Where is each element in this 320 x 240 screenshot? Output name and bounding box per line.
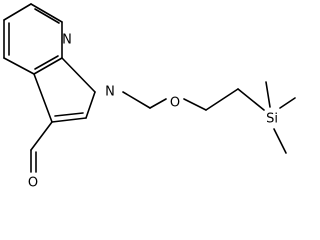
bond: [54, 112, 84, 117]
bond: [61, 57, 96, 93]
atom-o-ether: O: [170, 96, 180, 111]
bond: [122, 91, 151, 109]
bond: [3, 57, 35, 75]
aldehyde-group: [30, 121, 53, 173]
bond: [51, 117, 87, 123]
bond: [3, 3, 32, 21]
sem-chain: [122, 88, 265, 111]
pyrrole-ring: [33, 57, 96, 123]
bond: [33, 57, 63, 75]
bond: [265, 81, 271, 108]
molecule-structure: N N O O Si: [3, 3, 296, 191]
bond: [237, 88, 265, 111]
bond: [34, 55, 59, 70]
pyridine-ring: [3, 3, 63, 75]
bond: [34, 8, 60, 24]
atom-n-pyridine: N: [62, 33, 72, 48]
atom-o-aldehyde: O: [28, 176, 38, 191]
trimethylsilyl-group: [265, 81, 296, 154]
atom-si: Si: [266, 112, 278, 127]
bond: [33, 73, 53, 123]
bond: [30, 3, 63, 23]
structure-drawing: N N O O Si: [3, 3, 296, 191]
bond: [279, 97, 296, 109]
bond: [183, 98, 207, 111]
atom-n-pyrrole: N: [105, 85, 115, 100]
bond: [205, 88, 239, 111]
bond: [85, 91, 96, 119]
bond: [30, 121, 53, 151]
bond: [273, 128, 287, 154]
bond: [149, 98, 167, 109]
